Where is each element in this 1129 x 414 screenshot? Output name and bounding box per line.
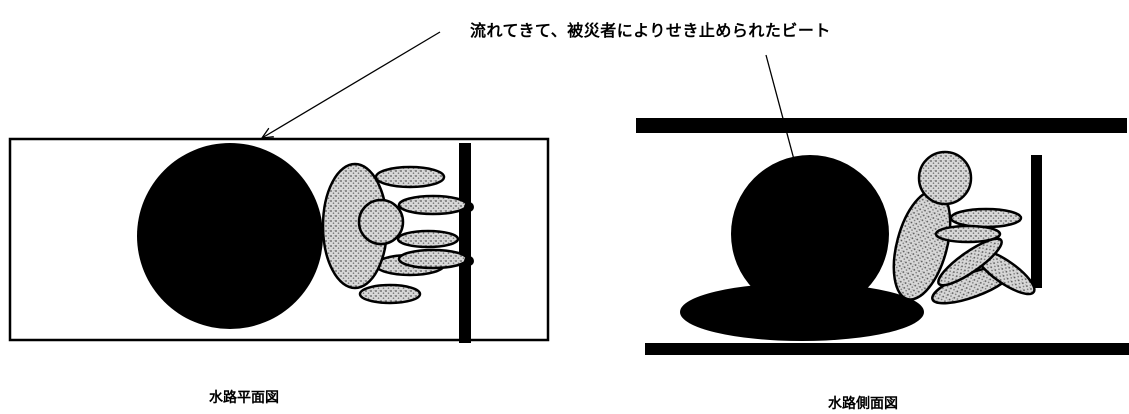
- victim-leg: [937, 237, 1003, 287]
- victim-forearm: [358, 283, 422, 305]
- victim-arm: [949, 207, 1023, 229]
- victim-hand: [464, 202, 474, 212]
- stop-bar: [1031, 155, 1042, 288]
- victim-head: [357, 198, 405, 246]
- victim-figure-side: [892, 150, 1036, 305]
- side-view-caption: 水路側面図: [828, 396, 898, 412]
- victim-arm: [397, 194, 469, 216]
- stop-bar: [459, 143, 471, 343]
- victim-leg: [374, 165, 446, 189]
- channel-outline: [8, 137, 550, 342]
- channel-bottom-wall: [645, 343, 1129, 355]
- side-view: [636, 118, 1129, 355]
- victim-forearm: [396, 229, 460, 249]
- victim-figure-top: [321, 162, 474, 305]
- plan-view: [8, 137, 550, 343]
- beet-ball: [731, 155, 889, 313]
- callout-text: 流れてきて、被災者によりせき止められたビート: [470, 21, 831, 40]
- plan-view-caption: 水路平面図: [209, 390, 279, 406]
- victim-arm: [934, 224, 1002, 244]
- callout-arrow-to-plan: [262, 31, 441, 138]
- victim-head: [917, 150, 973, 206]
- beet-ball: [137, 143, 323, 329]
- channel-top-wall: [636, 118, 1127, 133]
- victim-arm: [397, 248, 469, 270]
- victim-hand: [464, 256, 474, 266]
